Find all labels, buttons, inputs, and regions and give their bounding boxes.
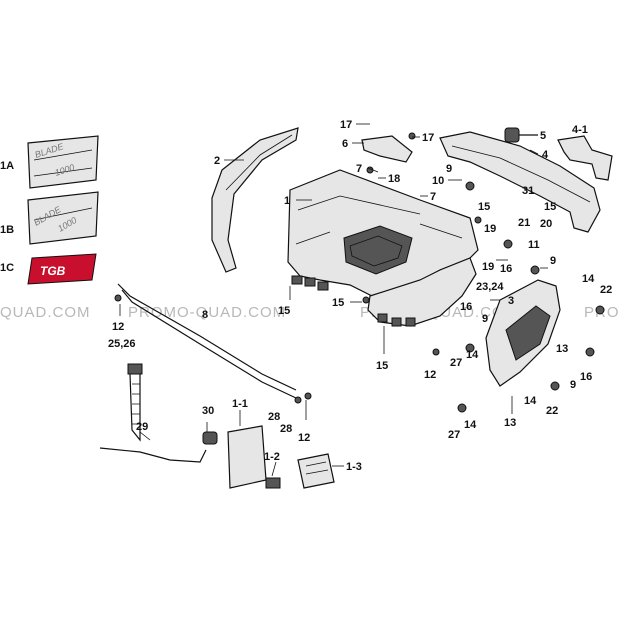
fastener-nut [465, 181, 475, 191]
label-2: 2 [214, 155, 220, 167]
label-18: 18 [388, 173, 400, 185]
label-31: 31 [522, 185, 534, 197]
label-9b: 9 [550, 255, 556, 267]
label-12b: 12 [424, 369, 436, 381]
label-1A: 1A [0, 160, 14, 172]
label-1-2: 1-2 [264, 451, 280, 463]
part-30-connector [202, 431, 218, 445]
label-12c: 12 [298, 432, 310, 444]
decal-1A: BLADE 1000 [27, 135, 99, 189]
fastener-bolt [294, 396, 302, 404]
fastener-nut [503, 239, 513, 249]
fastener-bolt [408, 132, 416, 140]
label-1C: 1C [0, 262, 14, 274]
label-29: 29 [136, 421, 148, 433]
label-16b: 16 [460, 301, 472, 313]
fastener-bolt [362, 296, 370, 304]
part-1-2-block [265, 477, 281, 489]
decal-1C-tgb-badge: TGB [27, 253, 97, 285]
label-5: 5 [540, 130, 546, 142]
label-1-1: 1-1 [232, 398, 248, 410]
label-19b: 19 [482, 261, 494, 273]
label-1-3: 1-3 [346, 461, 362, 473]
part-5-knob [504, 127, 538, 143]
label-16c: 16 [580, 371, 592, 383]
part-6-bracket [361, 135, 413, 163]
label-14b: 14 [466, 349, 479, 361]
part-1-1-tray [227, 425, 267, 489]
label-28b: 28 [280, 423, 292, 435]
label-15c: 15 [278, 305, 290, 317]
fastener-nut [585, 347, 595, 357]
fastener-bolt [474, 216, 482, 224]
label-13b: 13 [504, 417, 516, 429]
fastener-nut [530, 265, 540, 275]
label-15e: 15 [332, 297, 344, 309]
decal-1B: BLADE 1000 [27, 191, 99, 245]
label-11: 11 [528, 239, 540, 251]
part-4-1-pad [557, 135, 613, 181]
part-8-frame-bar [117, 283, 297, 391]
label-27a: 27 [450, 357, 462, 369]
label-4: 4 [542, 149, 549, 161]
fastener-nut [550, 381, 560, 391]
watermark-1: QUAD.COM [0, 304, 91, 321]
label-9c: 9 [482, 313, 488, 325]
fastener-nut [457, 403, 467, 413]
label-16a: 16 [500, 263, 512, 275]
label-19a: 19 [484, 223, 496, 235]
tgb-badge-text: TGB [40, 264, 66, 278]
part-labels: 1A 1B 1C 2 1 17 6 17 7 18 7 5 4-1 4 9 10… [0, 119, 612, 473]
label-22b: 22 [546, 405, 558, 417]
part-1-3-plate [297, 453, 335, 489]
label-23-24: 23,24 [476, 281, 504, 293]
label-27b: 27 [448, 429, 460, 441]
part-29-cable [99, 447, 207, 463]
part-15-lower-cover [367, 257, 477, 327]
label-9d: 9 [570, 379, 576, 391]
label-17b: 17 [422, 132, 434, 144]
fastener-bolt [432, 348, 440, 356]
label-14a: 14 [582, 273, 595, 285]
label-7b: 7 [430, 191, 436, 203]
label-21: 21 [518, 217, 530, 229]
label-14c: 14 [524, 395, 537, 407]
label-30: 30 [202, 405, 214, 417]
label-22a: 22 [600, 284, 612, 296]
label-10: 10 [432, 175, 444, 187]
label-28a: 28 [268, 411, 280, 423]
label-6: 6 [342, 138, 348, 150]
label-14d: 14 [464, 419, 477, 431]
label-15b: 15 [544, 201, 556, 213]
fastener-nut [465, 343, 475, 353]
label-1B: 1B [0, 224, 14, 236]
label-15d: 15 [376, 360, 388, 372]
label-12a: 12 [112, 321, 124, 333]
part-2-side-rail [211, 127, 299, 273]
fastener-bolt [304, 392, 312, 400]
label-1: 1 [284, 195, 290, 207]
label-17a: 17 [340, 119, 352, 131]
label-15a: 15 [478, 201, 490, 213]
label-3: 3 [508, 295, 514, 307]
part-25-26-strap [127, 363, 143, 442]
fastener-nut [595, 305, 605, 315]
label-4-1: 4-1 [572, 124, 588, 136]
label-9a: 9 [446, 163, 452, 175]
label-13a: 13 [556, 343, 568, 355]
label-8: 8 [202, 309, 208, 321]
part-4-rear-rack [439, 131, 601, 233]
label-7a: 7 [356, 163, 362, 175]
leader-lines [119, 123, 548, 477]
label-20: 20 [540, 218, 552, 230]
label-25-26: 25,26 [108, 338, 136, 350]
fastener-bolt [114, 294, 122, 302]
